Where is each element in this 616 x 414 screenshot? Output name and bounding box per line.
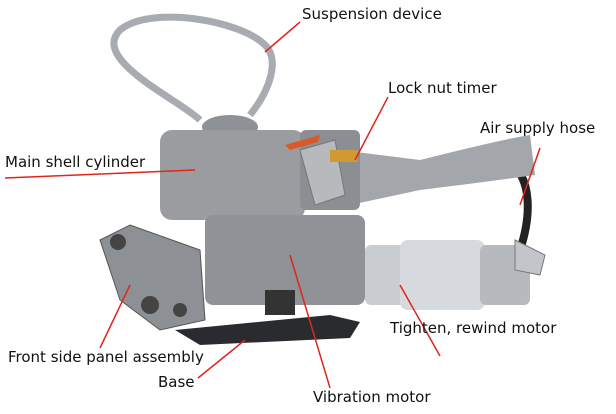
main-shell <box>160 130 305 220</box>
suspension-handle <box>110 13 276 123</box>
label-main-shell-cylinder: Main shell cylinder <box>5 153 146 171</box>
air-handle <box>340 135 535 205</box>
vibration-motor-body <box>205 215 365 305</box>
leader-suspension <box>264 21 301 53</box>
label-air-supply-hose: Air supply hose <box>480 119 596 137</box>
label-vibration-motor: Vibration motor <box>313 388 431 406</box>
label-suspension-device: Suspension device <box>302 5 442 23</box>
base-plate <box>175 315 360 345</box>
leader-rewind <box>399 284 441 357</box>
leader-main-shell <box>4 169 196 179</box>
leader-lock-nut <box>354 96 389 161</box>
label-lock-nut-timer: Lock nut timer <box>388 79 497 97</box>
leader-air-hose <box>519 147 541 206</box>
label-front-side-panel: Front side panel assembly <box>8 348 204 366</box>
leader-front-panel <box>99 284 131 349</box>
label-base: Base <box>158 373 195 391</box>
leader-base <box>197 339 246 379</box>
leader-vibration <box>289 254 331 389</box>
label-tighten-rewind-motor: Tighten, rewind motor <box>390 319 557 337</box>
